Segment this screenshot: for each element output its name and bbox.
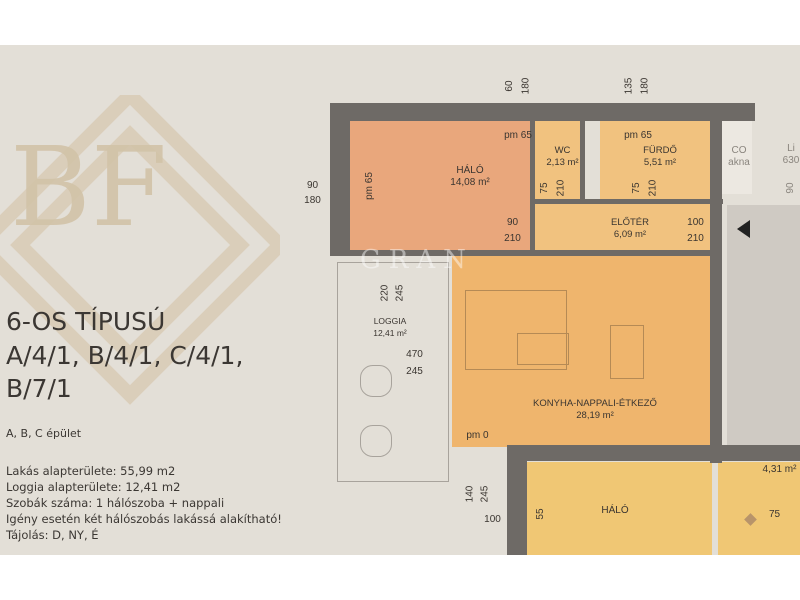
- entrance-arrow-icon: [737, 220, 750, 238]
- room-area: 28,19 m²: [576, 410, 614, 421]
- dim: 180: [520, 77, 532, 95]
- wall: [533, 199, 723, 204]
- wall: [507, 445, 527, 555]
- room-sub: 630: [782, 155, 800, 166]
- dim: 220: [379, 284, 391, 302]
- detail-floor-area: Lakás alapterülete: 55,99 m2: [6, 464, 176, 478]
- dim: 135: [623, 77, 635, 95]
- dim: 210: [647, 179, 659, 197]
- room-area: 14,08 m²: [450, 177, 490, 188]
- room-furdo: [600, 121, 712, 201]
- dim: 75: [539, 182, 550, 194]
- wall: [710, 103, 722, 463]
- dim: 100: [687, 217, 704, 228]
- co-shaft: [722, 121, 752, 194]
- stairwell: [727, 205, 800, 445]
- sofa: [465, 290, 567, 370]
- dim: 210: [687, 233, 704, 244]
- dim: 180: [639, 77, 651, 95]
- unit-list: A/4/1, B/4/1, C/4/1,: [6, 341, 244, 370]
- room-loggia: [337, 262, 449, 482]
- dim: 245: [406, 366, 423, 377]
- room-name: Li: [787, 143, 795, 154]
- dim: 90: [306, 180, 319, 191]
- dim: 75: [768, 509, 781, 520]
- dim: 100: [484, 514, 501, 525]
- room-area: 5,51 m²: [643, 157, 677, 168]
- dim: pm 65: [624, 130, 652, 141]
- dim: 245: [394, 284, 406, 302]
- wall: [507, 445, 800, 461]
- room-name: HÁLÓ: [456, 165, 484, 176]
- wall: [330, 103, 755, 121]
- room-eloter: [533, 203, 712, 253]
- dim: 210: [555, 179, 567, 197]
- halo2-label: HÁLÓ: [601, 505, 629, 516]
- dim: pm 65: [364, 172, 375, 200]
- room-area: 6,09 m²: [613, 229, 647, 240]
- dim: 60: [504, 80, 515, 92]
- details-list: Lakás alapterülete: 55,99 m2 Loggia alap…: [6, 463, 282, 543]
- room-area: 12,41 m²: [373, 328, 407, 338]
- dim: 210: [504, 233, 521, 244]
- detail-rooms: Szobák száma: 1 hálószoba + nappali: [6, 496, 225, 510]
- dim: 55: [535, 508, 546, 520]
- apartment-type-title: 6-OS TÍPUSÚ: [6, 307, 166, 336]
- room-wc: [535, 121, 580, 201]
- dim: 90: [506, 217, 519, 228]
- dim: pm 65: [504, 130, 532, 141]
- bf-logo-watermark: BF: [0, 95, 280, 405]
- detail-loggia-area: Loggia alapterülete: 12,41 m2: [6, 480, 181, 494]
- room-living: [452, 255, 710, 447]
- armchair: [360, 425, 392, 457]
- dim: 180: [304, 195, 321, 206]
- armchair: [360, 365, 392, 397]
- room-area: 2,13 m²: [546, 157, 579, 168]
- dim: 75: [631, 182, 642, 194]
- dining-table: [610, 325, 644, 379]
- dim: 140: [464, 485, 476, 503]
- watermark: GRAN: [360, 245, 474, 275]
- room-name: ELŐTÉR: [610, 217, 649, 228]
- wall: [530, 121, 535, 253]
- room-name: CO: [731, 145, 747, 156]
- brochure-page: BF 6-OS TÍPUSÚ A/4/1, B/4/1, C/4/1, B/7/…: [0, 45, 800, 555]
- room-sub: akna: [728, 157, 750, 168]
- dim: 90: [785, 182, 796, 194]
- room-halo-2: [527, 462, 712, 555]
- wall: [580, 121, 585, 201]
- svg-text:BF: BF: [10, 123, 167, 251]
- room-halo: [350, 121, 530, 251]
- detail-conversion: Igény esetén két hálószobás lakássá alak…: [6, 512, 282, 526]
- dim: 245: [479, 485, 491, 503]
- dim: pm 0: [466, 430, 489, 441]
- room-name: FÜRDŐ: [643, 145, 677, 156]
- loggia-label: LOGGIA 12,41 m²: [360, 315, 420, 339]
- room-name: LOGGIA: [373, 316, 407, 326]
- room-small: [718, 462, 800, 555]
- buildings: A, B, C épület: [6, 427, 82, 440]
- dim: 470: [406, 349, 423, 360]
- coffee-table: [517, 333, 569, 365]
- wall: [330, 103, 350, 253]
- detail-orientation: Tájolás: D, NY, É: [6, 528, 99, 542]
- small-room-area: 4,31 m²: [762, 464, 797, 475]
- unit-list-2: B/7/1: [6, 374, 72, 403]
- room-name: WC: [554, 145, 571, 156]
- wall: [330, 250, 710, 256]
- room-name: KONYHA-NAPPALI-ÉTKEZŐ: [533, 398, 657, 409]
